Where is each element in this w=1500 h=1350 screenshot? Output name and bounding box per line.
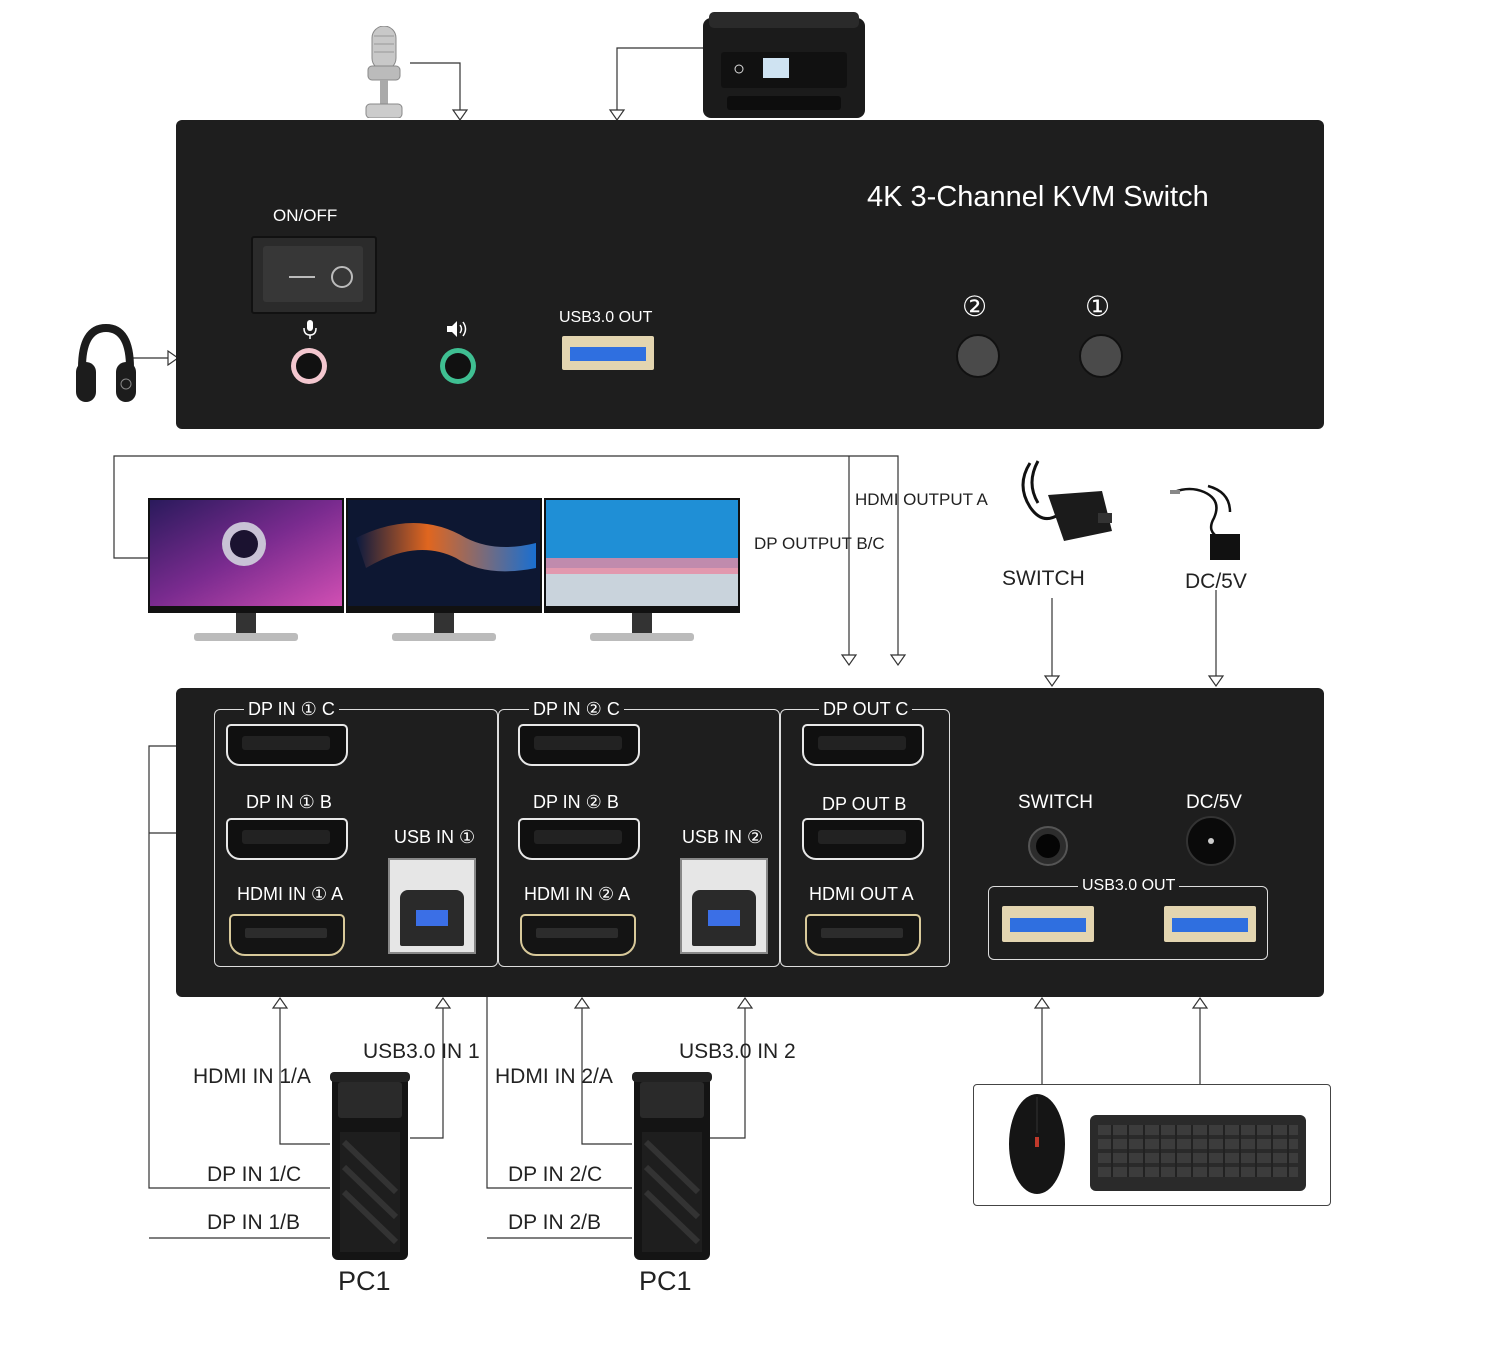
keyboard-icon: [1090, 1115, 1306, 1191]
pc1-usb-in-port[interactable]: [388, 858, 476, 954]
pc1-port-group: [214, 709, 498, 967]
dc-label: DC/5V: [1185, 570, 1247, 593]
select-button-2[interactable]: [956, 334, 1000, 378]
audio-jack[interactable]: [440, 348, 476, 384]
dc-jack[interactable]: [1186, 816, 1236, 866]
microphone-icon: [362, 25, 406, 119]
pc1-hdmi-port[interactable]: [229, 914, 345, 956]
pc-tower-right: [632, 1072, 712, 1262]
dp-out-c-port[interactable]: [802, 724, 924, 766]
switch-jack[interactable]: [1028, 826, 1068, 866]
front-panel: 4K 3-Channel KVM Switch ON/OFF microphon…: [176, 120, 1324, 429]
peripheral-box: [973, 1084, 1331, 1206]
rear-usb-out-port-1[interactable]: [1002, 906, 1094, 942]
dp-out-b-port[interactable]: [802, 818, 924, 860]
pc2-dp-c-label: DP IN ② C: [529, 699, 624, 720]
hdmi-output-label: HDMI OUTPUT A: [855, 490, 988, 509]
switch-adapter-icon: [1008, 455, 1114, 547]
pc2-dp-c-port[interactable]: [518, 724, 640, 766]
dp-in-2b-label: DP IN 2/B: [508, 1211, 601, 1234]
mic-jack[interactable]: [291, 348, 327, 384]
pc2-dp-b-label: DP IN ② B: [533, 792, 619, 812]
pc2-usb-label: USB IN ②: [682, 827, 764, 847]
rear-switch-label: SWITCH: [1018, 792, 1093, 813]
dp-in-1c-label: DP IN 1/C: [207, 1163, 302, 1186]
monitor-middle: [346, 498, 542, 648]
usb-out-port[interactable]: [562, 336, 654, 370]
dc-cable-icon: [1170, 478, 1246, 564]
rear-dc-label: DC/5V: [1186, 792, 1242, 813]
product-title: 4K 3-Channel KVM Switch: [867, 181, 1209, 213]
pc1-usb-label: USB IN ①: [394, 827, 476, 847]
mic-symbol: [303, 320, 317, 339]
mouse-icon: [1008, 1093, 1066, 1195]
select-button-1[interactable]: [1079, 334, 1123, 378]
hdmi-out-label: HDMI OUT A: [809, 884, 914, 904]
monitor-left: [148, 498, 344, 648]
pc1-dp-b-port[interactable]: [226, 818, 348, 860]
rear-usb-out-port-2[interactable]: [1164, 906, 1256, 942]
hdmi-in-1-label: HDMI IN 1/A: [193, 1065, 311, 1088]
hdmi-in-2-label: HDMI IN 2/A: [495, 1065, 613, 1088]
pc2-port-group: [498, 709, 780, 967]
usb-out-label: USB3.0 OUT: [559, 309, 653, 326]
pc1-hdmi-label: HDMI IN ① A: [237, 884, 344, 904]
pc2-hdmi-label: HDMI IN ② A: [524, 884, 631, 904]
pc1-dp-c-label: DP IN ① C: [244, 699, 339, 720]
pc-tower-left: [330, 1072, 410, 1262]
pc1-dp-c-port[interactable]: [226, 724, 348, 766]
pc-right-label: PC1: [639, 1266, 692, 1296]
usb-in-2-label: USB3.0 IN 2: [679, 1040, 796, 1063]
switch-label: SWITCH: [1002, 567, 1085, 590]
printer-icon: [703, 12, 865, 118]
pc2-usb-in-port[interactable]: [680, 858, 768, 954]
hdmi-out-port[interactable]: [805, 914, 921, 956]
pc2-dp-b-port[interactable]: [518, 818, 640, 860]
rear-panel: DP IN ① C DP IN ① B HDMI IN ① A USB IN ①…: [176, 688, 1324, 997]
power-label: ON/OFF: [273, 206, 338, 225]
dp-out-b-label: DP OUT B: [822, 794, 907, 814]
headphones-icon: [74, 322, 138, 404]
pc1-dp-b-label: DP IN ① B: [246, 792, 332, 812]
speaker-symbol: [447, 321, 467, 337]
rear-usb-out-label: USB3.0 OUT: [1078, 877, 1180, 895]
dp-in-1b-label: DP IN 1/B: [207, 1211, 300, 1234]
dp-in-2c-label: DP IN 2/C: [508, 1163, 603, 1186]
button-2-label: ②: [962, 291, 988, 322]
pc-left-label: PC1: [338, 1266, 391, 1296]
button-1-label: ①: [1085, 291, 1111, 322]
dp-out-c-label: DP OUT C: [819, 699, 913, 720]
pc2-hdmi-port[interactable]: [520, 914, 636, 956]
usb-in-1-label: USB3.0 IN 1: [363, 1040, 480, 1063]
dp-output-label: DP OUTPUT B/C: [754, 534, 885, 553]
monitor-right: [544, 498, 740, 648]
power-switch[interactable]: [251, 236, 377, 314]
